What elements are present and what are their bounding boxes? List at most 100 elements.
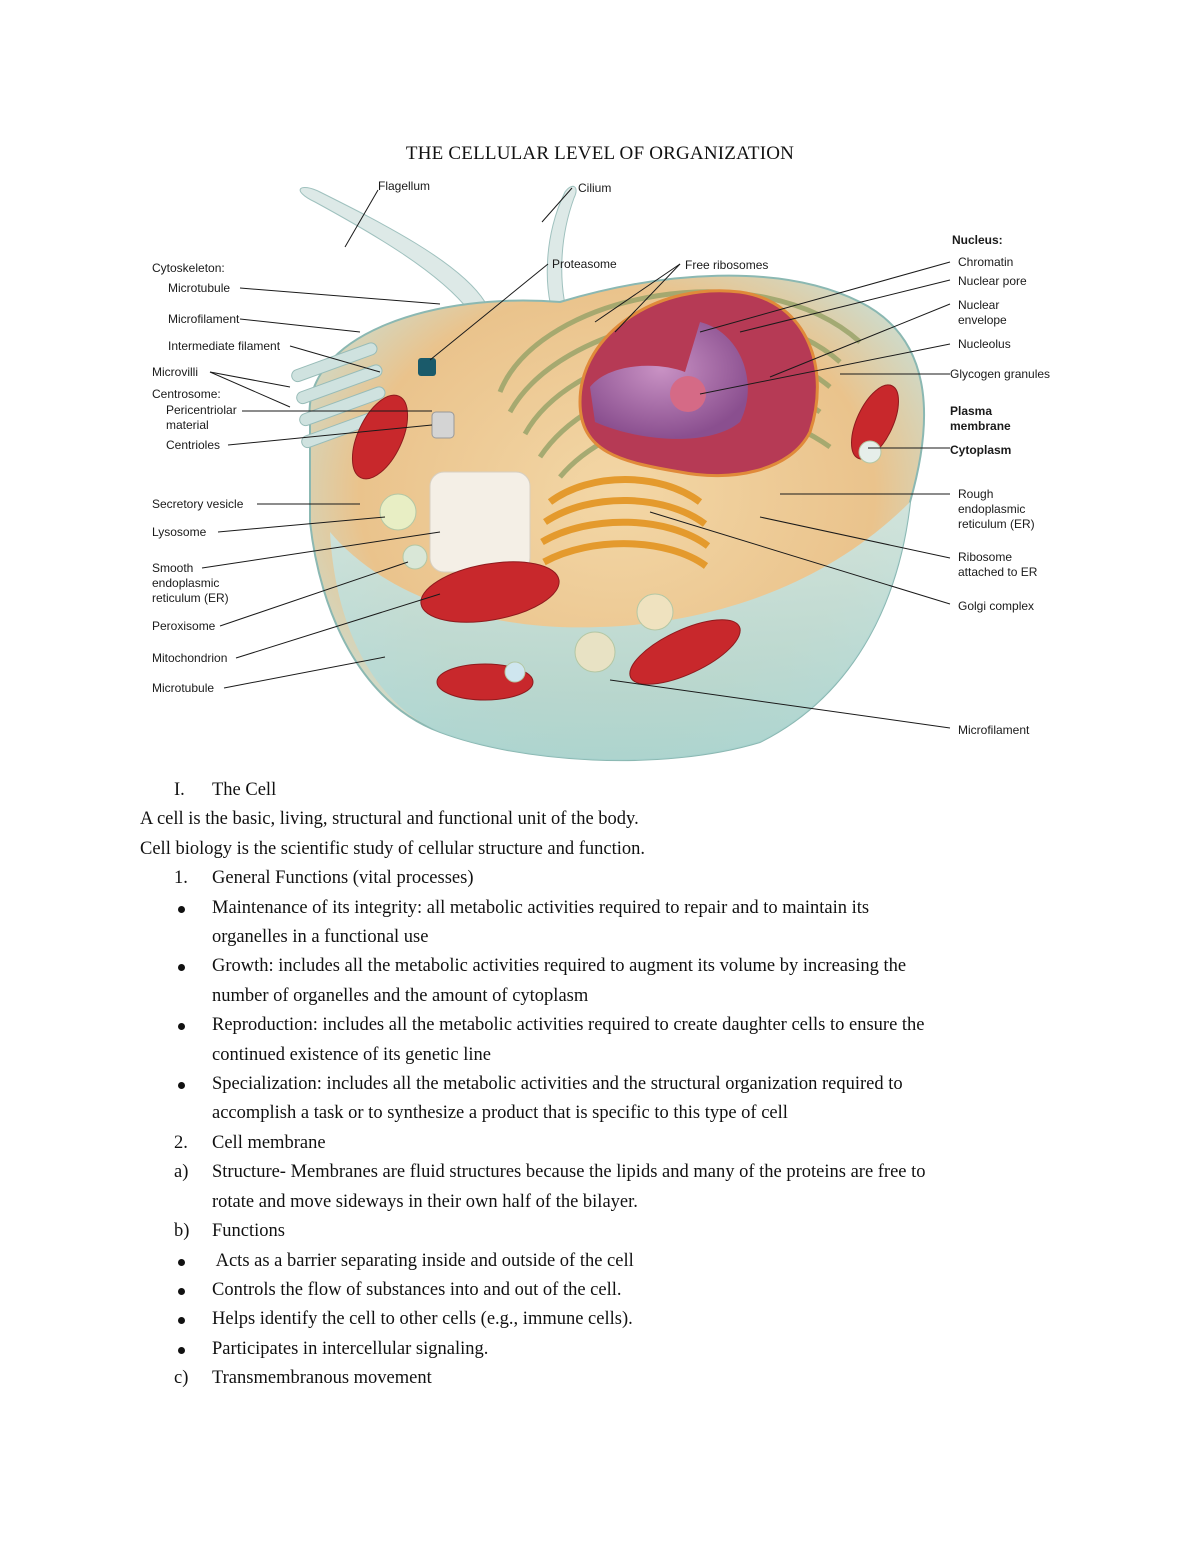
label-plasma-1: Plasma	[950, 404, 992, 418]
sub-item-c: c) Transmembranous movement	[140, 1364, 1070, 1393]
list-number: 1.	[174, 868, 188, 889]
bullet-item: Helps identify the cell to other cells (…	[140, 1305, 1070, 1334]
list-item-2: 2. Cell membrane	[140, 1129, 1070, 1158]
bullet-text: Participates in intercellular signaling.	[212, 1338, 489, 1359]
document-body: I. The Cell A cell is the basic, living,…	[140, 776, 1070, 1394]
bullet-continuation: continued existence of its genetic line	[212, 1044, 491, 1065]
bullet-text: Acts as a barrier separating inside and …	[212, 1250, 634, 1271]
bullet-item: Specialization: includes all the metabol…	[140, 1070, 1070, 1099]
label-pericentriolar-2: material	[166, 418, 209, 432]
bullet-item: Reproduction: includes all the metabolic…	[140, 1011, 1070, 1040]
list-item-text: General Functions (vital processes)	[212, 868, 474, 889]
bullet-text: Helps identify the cell to other cells (…	[212, 1309, 633, 1330]
sub-item-text: Structure- Membranes are fluid structure…	[212, 1162, 926, 1183]
sub-item-mark: c)	[174, 1368, 189, 1389]
label-cytoskeleton: Cytoskeleton:	[152, 261, 225, 275]
proteasome-shape	[418, 358, 436, 376]
paragraph-1: A cell is the basic, living, structural …	[140, 809, 639, 830]
bullet-item: Controls the flow of substances into and…	[140, 1276, 1070, 1305]
leader-lines	[201, 187, 951, 729]
golgi-shape	[540, 476, 711, 569]
label-rough-er-2: endoplasmic	[958, 502, 1025, 516]
label-glycogen: Glycogen granules	[950, 367, 1050, 381]
label-microtubule-top: Microtubule	[168, 281, 230, 295]
bullet-icon	[178, 964, 185, 972]
label-nucleolus: Nucleolus	[958, 337, 1011, 351]
bullet-icon	[178, 905, 185, 913]
bullet-continuation: accomplish a task or to synthesize a pro…	[212, 1103, 788, 1124]
list-item-1: 1. General Functions (vital processes)	[140, 864, 1070, 893]
label-nuclear-envelope-1: Nuclear	[958, 298, 999, 312]
label-nucleus: Nucleus:	[952, 233, 1003, 247]
flagellum-shape	[299, 187, 486, 313]
sub-item-mark: a)	[174, 1162, 189, 1183]
bullet-text: Growth: includes all the metabolic activ…	[212, 956, 907, 977]
label-ribosome-er-2: attached to ER	[958, 565, 1038, 579]
label-lysosome: Lysosome	[152, 525, 207, 539]
list-item-text: Cell membrane	[212, 1132, 326, 1153]
label-smooth-er-3: reticulum (ER)	[152, 591, 229, 605]
section-number: I.	[174, 780, 185, 800]
label-rough-er-1: Rough	[958, 487, 993, 501]
label-peroxisome: Peroxisome	[152, 619, 216, 633]
label-smooth-er-1: Smooth	[152, 561, 193, 575]
vesicles-shape	[379, 440, 882, 683]
bullet-continuation: number of organelles and the amount of c…	[212, 985, 589, 1006]
bullet-item: Participates in intercellular signaling.	[140, 1335, 1070, 1364]
bullet-item: Maintenance of its integrity: all metabo…	[140, 894, 1070, 923]
page-title: THE CELLULAR LEVEL OF ORGANIZATION	[405, 143, 795, 164]
bullet-icon	[178, 1287, 185, 1295]
cilium-shape	[546, 185, 577, 333]
section-heading: I. The Cell	[140, 776, 1070, 805]
bullet-icon	[178, 1317, 185, 1325]
label-centrioles: Centrioles	[166, 438, 220, 452]
label-intermediate: Intermediate filament	[168, 339, 281, 353]
label-proteasome: Proteasome	[552, 257, 617, 271]
bullet-text: Specialization: includes all the metabol…	[212, 1074, 903, 1095]
label-smooth-er-2: endoplasmic	[152, 576, 219, 590]
label-microfilament-right: Microfilament	[958, 723, 1030, 737]
chromatin-shape	[590, 322, 748, 439]
list-number: 2.	[174, 1132, 188, 1153]
nucleolus-shape	[670, 376, 706, 412]
label-chromatin: Chromatin	[958, 255, 1013, 269]
label-cilium: Cilium	[578, 181, 611, 195]
sub-item-mark: b)	[174, 1221, 190, 1242]
label-flagellum: Flagellum	[378, 179, 430, 193]
bullet-continuation: organelles in a functional use	[212, 927, 429, 948]
sub-item-text: Functions	[212, 1221, 285, 1242]
bullet-item: Acts as a barrier separating inside and …	[140, 1247, 1070, 1276]
label-nuclear-envelope-2: envelope	[958, 313, 1007, 327]
smooth-er-shape	[429, 471, 531, 573]
cell-diagram-svg: Flagellum Cilium Nucleus: Chromatin Nucl…	[152, 179, 1050, 762]
cell-diagram: Flagellum Cilium Nucleus: Chromatin Nucl…	[140, 172, 1070, 772]
sub-item-text: Transmembranous movement	[212, 1368, 432, 1389]
label-cytoplasm: Cytoplasm	[950, 443, 1011, 457]
bullet-icon	[178, 1346, 185, 1354]
sub-item-continuation: rotate and move sideways in their own ha…	[212, 1191, 638, 1212]
label-microvilli: Microvilli	[152, 365, 198, 379]
sub-item-a: a) Structure- Membranes are fluid struct…	[140, 1158, 1070, 1187]
label-microfilament-left: Microfilament	[168, 312, 240, 326]
label-rough-er-3: reticulum (ER)	[958, 517, 1035, 531]
centrioles-shape	[431, 411, 455, 439]
bullet-text: Maintenance of its integrity: all metabo…	[212, 897, 870, 918]
label-mitochondrion: Mitochondrion	[152, 651, 227, 665]
bullet-item: Growth: includes all the metabolic activ…	[140, 952, 1070, 981]
bullet-icon	[178, 1258, 185, 1266]
label-centrosome: Centrosome:	[152, 387, 221, 401]
label-free-ribosomes: Free ribosomes	[685, 258, 768, 272]
label-nuclear-pore: Nuclear pore	[958, 274, 1027, 288]
microvilli-shape	[291, 342, 386, 449]
bullet-icon	[178, 1082, 185, 1090]
section-title: The Cell	[212, 780, 277, 800]
label-microtubule-bottom: Microtubule	[152, 681, 214, 695]
label-golgi: Golgi complex	[958, 599, 1034, 613]
sub-item-b: b) Functions	[140, 1217, 1070, 1246]
label-pericentriolar-1: Pericentriolar	[166, 403, 237, 417]
bullet-text: Controls the flow of substances into and…	[212, 1279, 622, 1300]
label-ribosome-er-1: Ribosome	[958, 550, 1012, 564]
label-plasma-2: membrane	[950, 419, 1011, 433]
paragraph-2: Cell biology is the scientific study of …	[140, 838, 646, 859]
bullet-icon	[178, 1023, 185, 1031]
